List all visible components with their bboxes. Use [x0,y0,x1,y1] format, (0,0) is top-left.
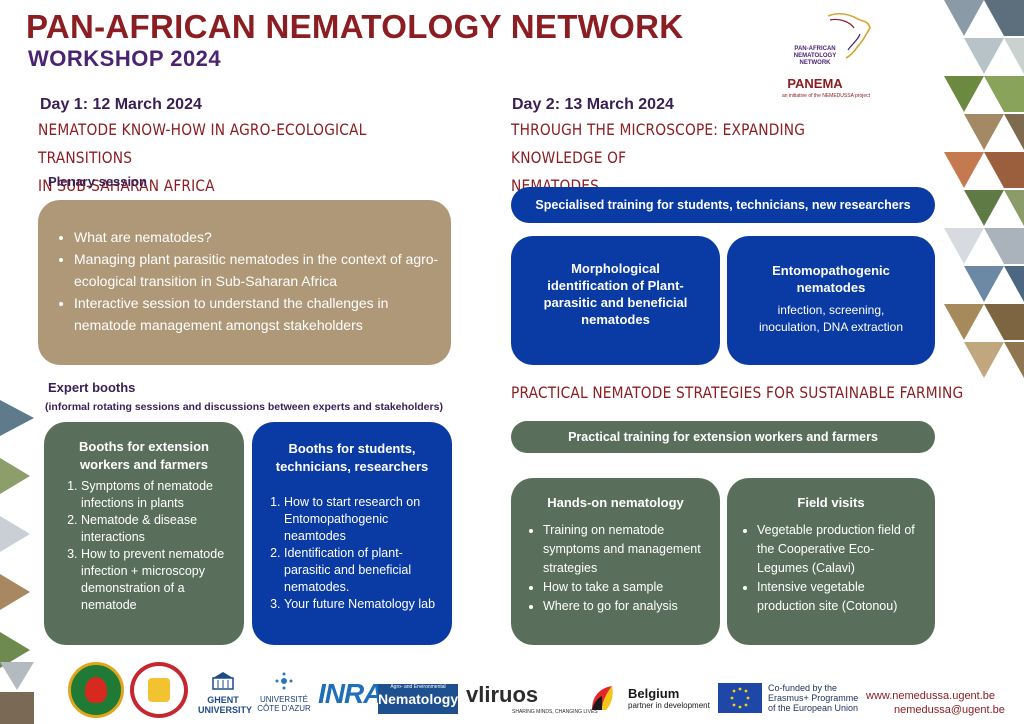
field-visits-title: Field visits [797,495,865,510]
booth-researchers-card: Booths for students, technicians, resear… [252,422,452,645]
booth-extension-item: Nematode & disease interactions [81,512,233,546]
plenary-card: What are nematodes? Managing plant paras… [38,200,451,365]
university-parakou-logo [130,662,188,718]
logo-name: PANEMA [787,76,843,91]
plenary-item: Managing plant parasitic nematodes in th… [74,248,439,292]
hands-on-title: Hands-on nematology [547,495,684,510]
vliruos-tag: SHARING MINDS, CHANGING LIVES [512,709,598,715]
field-visits-card: Field visits Vegetable production field … [727,478,935,645]
vliruos-text: vliruos [466,682,539,707]
booth-extension-title: Booths for extension workers and farmers [78,439,209,472]
hands-on-card: Hands-on nematology Training on nematode… [511,478,720,645]
hands-on-item: How to take a sample [543,578,705,597]
panema-logo: PAN-AFRICAN NEMATOLOGY NETWORK PANEMA an… [770,10,880,99]
field-visits-list: Vegetable production field of the Cooper… [757,521,925,616]
booth-extension-list: Symptoms of nematode infections in plant… [81,478,233,614]
plenary-item: What are nematodes? [74,226,439,248]
practical-training-pill: Practical training for extension workers… [511,421,935,453]
logo-line2: NEMATOLOGY [793,53,837,59]
logo-tagline: an initiative of the NEMEDUSSA project [781,93,871,99]
hands-on-item: Training on nematode symptoms and manage… [543,521,705,578]
nematology-text: Nematology [378,691,459,707]
cote-azur-logo: UNIVERSITÉ CÔTE D'AZUR [254,672,314,713]
booth-researchers-item: Your future Nematology lab [284,596,444,613]
day2-theme-line1: THROUGH THE MICROSCOPE: EXPANDING KNOWLE… [511,120,806,167]
left-photo-strip [0,400,34,724]
belgium-logo: Belgium partner in development [628,686,710,710]
logo-line3: NETWORK [799,60,831,66]
plenary-list: What are nematodes? Managing plant paras… [74,226,439,336]
booth-researchers-item: How to start research on Entomopathogeni… [284,494,444,545]
day2-heading: Day 2: 13 March 2024 [512,96,674,113]
nematology-top: Agro- and Environmental [390,684,446,690]
expert-booths-note: (informal rotating sessions and discussi… [45,401,443,413]
day1-theme-line2: IN SUB-SAHARAN AFRICA [38,176,215,195]
university-seal-logo [68,662,124,718]
plenary-item: Interactive session to understand the ch… [74,292,439,336]
hands-on-list: Training on nematode symptoms and manage… [543,521,705,616]
entomopathogenic-title: Entomopathogenic nematodes [772,263,890,295]
booth-researchers-item: Identification of plant-parasitic and be… [284,545,444,596]
photo-collage-strip [944,0,1024,378]
day1-heading: Day 1: 12 March 2024 [40,96,202,113]
hands-on-item: Where to go for analysis [543,597,705,616]
logo-line1: PAN-AFRICAN [794,46,836,52]
nematology-logo: Agro- and Environmental Nematology [378,684,458,714]
vliruos-logo: vliruos SHARING MINDS, CHANGING LIVES [466,682,598,715]
entomopathogenic-text: infection, screening, inoculation, DNA e… [758,303,904,334]
belgium-text: Belgium [628,686,680,701]
eu-funding-text: Co-funded by the Erasmus+ Programme of t… [768,683,858,713]
booth-researchers-title: Booths for students, technicians, resear… [275,441,429,474]
belgium-flag-icon [590,684,613,712]
specialised-training-pill: Specialised training for students, techn… [511,187,935,223]
africa-outline-icon [827,13,871,59]
day1-theme: NEMATODE KNOW-HOW IN AGRO-ECOLOGICAL TRA… [38,116,451,200]
belgium-tag: partner in development [628,701,710,710]
eu-line1: Co-funded by the [768,683,838,693]
ghent-university-logo: GHENT UNIVERSITY [198,672,253,715]
ghent-text: GHENT UNIVERSITY [198,695,253,715]
booth-extension-item: Symptoms of nematode infections in plant… [81,478,233,512]
page-subtitle: WORKSHOP 2024 [28,46,222,71]
booth-extension-card: Booths for extension workers and farmers… [44,422,244,645]
starburst-icon [275,672,293,690]
plenary-label: Plenary session [48,174,147,189]
eu-line3: of the European Union [768,703,859,713]
page-title: PAN-AFRICAN NEMATOLOGY NETWORK [26,8,684,45]
eu-flag-icon [718,683,762,713]
email-link[interactable]: nemedussa@ugent.be [894,704,1005,716]
morphological-card: Morphological identification of Plant-pa… [511,236,720,365]
expert-booths-label: Expert booths [48,380,136,395]
booth-extension-item: How to prevent nematode infection + micr… [81,546,233,614]
morphological-title: Morphological identification of Plant-pa… [543,261,688,327]
eu-line2: Erasmus+ Programme [768,693,859,703]
entomopathogenic-card: Entomopathogenic nematodes infection, sc… [727,236,935,365]
booth-researchers-list: How to start research on Entomopathogeni… [284,494,444,613]
field-visits-item: Intensive vegetable production site (Cot… [757,578,925,616]
cote-text: UNIVERSITÉ CÔTE D'AZUR [257,695,311,713]
building-icon [212,672,234,690]
website-link[interactable]: www.nemedussa.ugent.be [866,690,996,702]
field-visits-item: Vegetable production field of the Cooper… [757,521,925,578]
day1-theme-line1: NEMATODE KNOW-HOW IN AGRO-ECOLOGICAL TRA… [38,120,367,167]
section2-title: PRACTICAL NEMATODE STRATEGIES FOR SUSTAI… [511,383,964,402]
